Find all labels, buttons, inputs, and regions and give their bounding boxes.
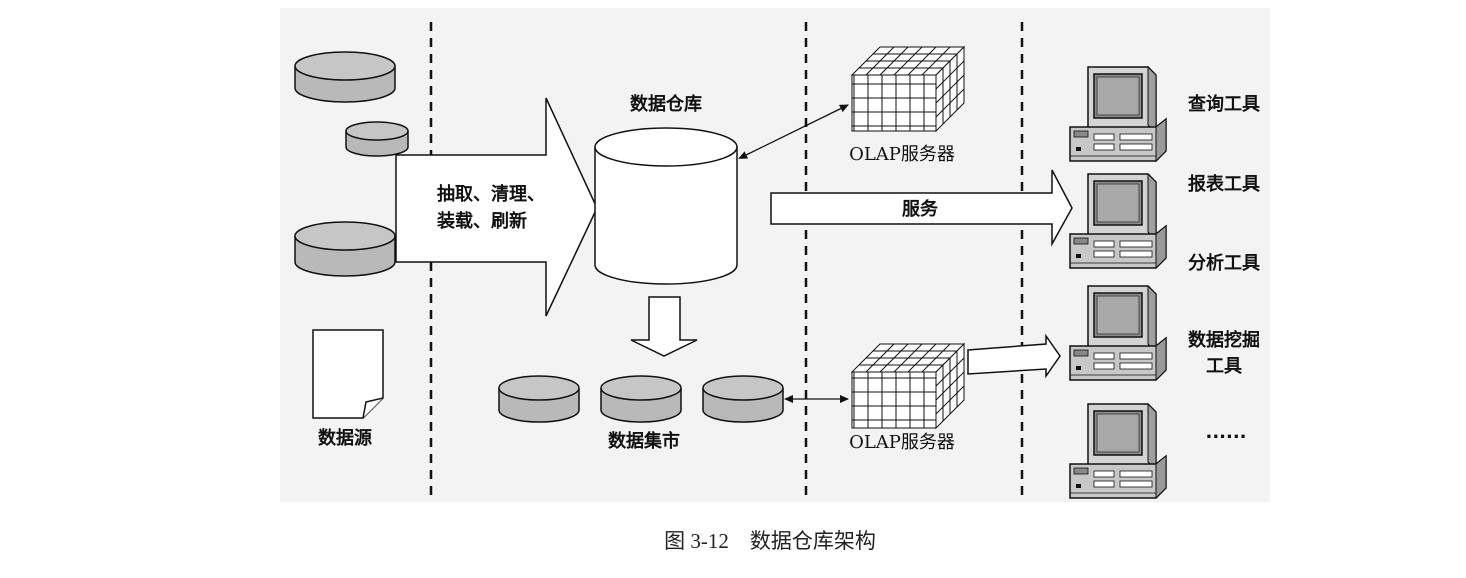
olap-tools-arrow xyxy=(967,333,1061,379)
datamart-disk-3 xyxy=(702,375,784,423)
computer-icon-1 xyxy=(1069,65,1167,163)
datamart-label: 数据集市 xyxy=(608,430,680,452)
sources-label: 数据源 xyxy=(318,427,372,449)
olap-top-label: OLAP服务器 xyxy=(849,144,955,165)
warehouse-cylinder xyxy=(594,127,738,285)
computer-icon-2 xyxy=(1069,172,1167,270)
datamart-disk-1 xyxy=(498,375,580,423)
olap-cube-top xyxy=(850,45,966,133)
etl-arrow xyxy=(395,97,598,317)
tool-label-query: 查询工具 xyxy=(1188,93,1260,115)
tool-label-report: 报表工具 xyxy=(1188,173,1260,195)
figure-caption: 图 3-12 数据仓库架构 xyxy=(664,529,876,553)
etl-label-line2: 装载、刷新 xyxy=(437,210,527,232)
computer-icon-4 xyxy=(1069,402,1167,500)
tool-label-analysis: 分析工具 xyxy=(1188,252,1260,274)
olap-cube-bottom xyxy=(850,342,966,430)
warehouse-label: 数据仓库 xyxy=(630,93,702,115)
datamart-disk-2 xyxy=(600,375,682,423)
source-disk-3 xyxy=(294,221,396,277)
source-disk-1 xyxy=(294,51,396,103)
etl-label-line1: 抽取、清理、 xyxy=(437,183,545,205)
warehouse-olap-connector xyxy=(738,104,849,159)
source-disk-2 xyxy=(345,121,409,157)
olap-bottom-label: OLAP服务器 xyxy=(849,432,955,453)
document-icon xyxy=(312,329,384,419)
tool-label-mining-line2: 工具 xyxy=(1206,356,1242,377)
down-arrow xyxy=(630,296,698,357)
computer-icon-3 xyxy=(1069,284,1167,382)
service-arrow xyxy=(770,169,1073,247)
tool-label-more: ...... xyxy=(1205,422,1246,443)
tool-label-mining: 数据挖掘 xyxy=(1188,329,1260,351)
service-label: 服务 xyxy=(902,198,939,220)
